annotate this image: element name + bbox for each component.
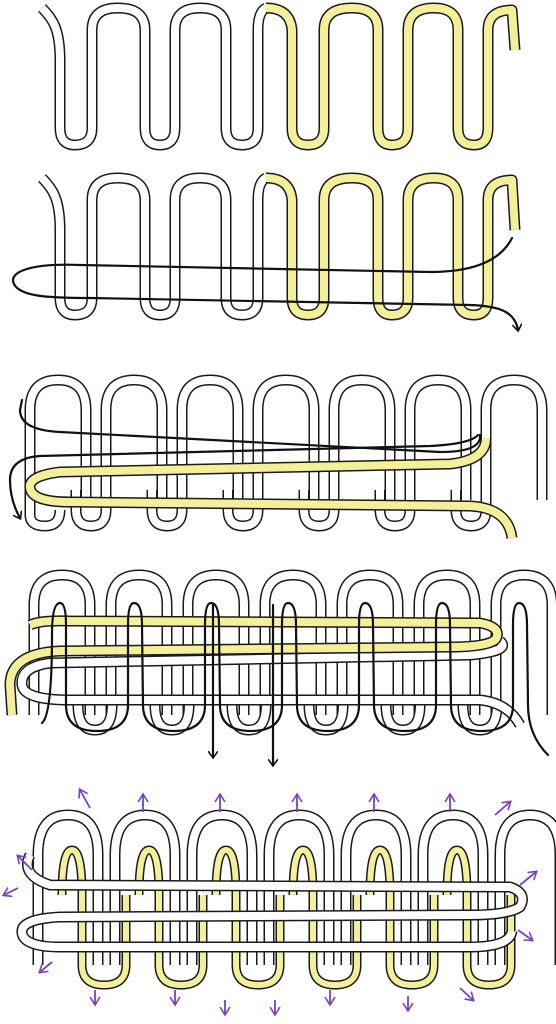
step-3-lower-bend [374,490,416,532]
step-3-lower-bend [298,490,340,532]
step-3-lower-bend [450,490,492,532]
step-5-yellow-loop [134,845,208,990]
step-4-upper-loop [259,569,327,715]
step-3-second-pass [8,374,548,540]
step-3-upper-loop [24,374,92,500]
tension-arrow-icon [459,987,473,1000]
step-3-lower-bend [146,490,188,532]
step-3-upper-loop [480,374,548,500]
step-2-first-pass [11,172,521,330]
step-5-white-pass [16,852,528,953]
step-5-yellow-loop [442,845,516,990]
step-1-white-section [38,2,269,151]
step-3-upper-loop [176,374,244,500]
step-1-yellow-section [265,2,521,151]
step-3-upper-loop [328,374,396,500]
step-5-outer-loop [109,809,181,965]
step-4-upper-loop [28,569,96,715]
step-4-upper-loop [413,569,481,715]
step-3-working-line [8,433,480,518]
step-3-upper-loop [100,374,168,500]
step-3-lower-bend [222,490,264,532]
step-5-outer-loop [186,809,258,965]
step-1-serpentine [38,2,521,151]
step-2-working-line [11,236,518,330]
tension-arrow-icon [4,888,19,895]
step-3-lower-bend [70,490,112,532]
step-5-outer-loop [494,809,556,965]
tension-arrow-icon [519,872,536,886]
tension-arrow-icon [494,802,510,816]
step-3-loops [24,374,548,532]
tension-arrow-icon [80,790,91,809]
step-5-tension-arrows [4,790,536,1014]
step-4-yellow-pass [4,615,503,716]
step-5-outer-loop [417,809,489,965]
tension-arrow-icon [517,929,532,940]
step-4-black-weave [40,601,550,757]
step-4-third-pass [4,569,556,765]
step-2-yellow-section [265,172,521,321]
step-5-yellow-loop [288,845,362,990]
step-5-loops [32,809,556,990]
step-5-yellow-loop [365,845,439,990]
step-3-upper-loop [404,374,472,500]
tension-arrow-icon [18,856,33,871]
step-5-outer-loop [32,809,104,965]
step-4-upper-loop [336,569,404,715]
step-5-finished [4,790,556,1014]
step-3-lower-bend [24,500,66,532]
step-5-yellow-loop [57,845,131,990]
tension-arrow-icon [40,961,53,972]
step-5-outer-loop [340,809,412,965]
step-3-working-line-top [18,398,482,454]
step-4-upper-loop [105,569,173,715]
step-2-white-section [38,172,269,321]
step-4-upper-loop [182,569,250,715]
step-4-white-pass [16,636,525,728]
step-5-yellow-loop [211,845,285,990]
step-4-upper-loop [490,569,556,715]
step-3-upper-loop [252,374,320,500]
step-3-yellow-pass [24,437,518,540]
step-5-outer-loop [263,809,335,965]
